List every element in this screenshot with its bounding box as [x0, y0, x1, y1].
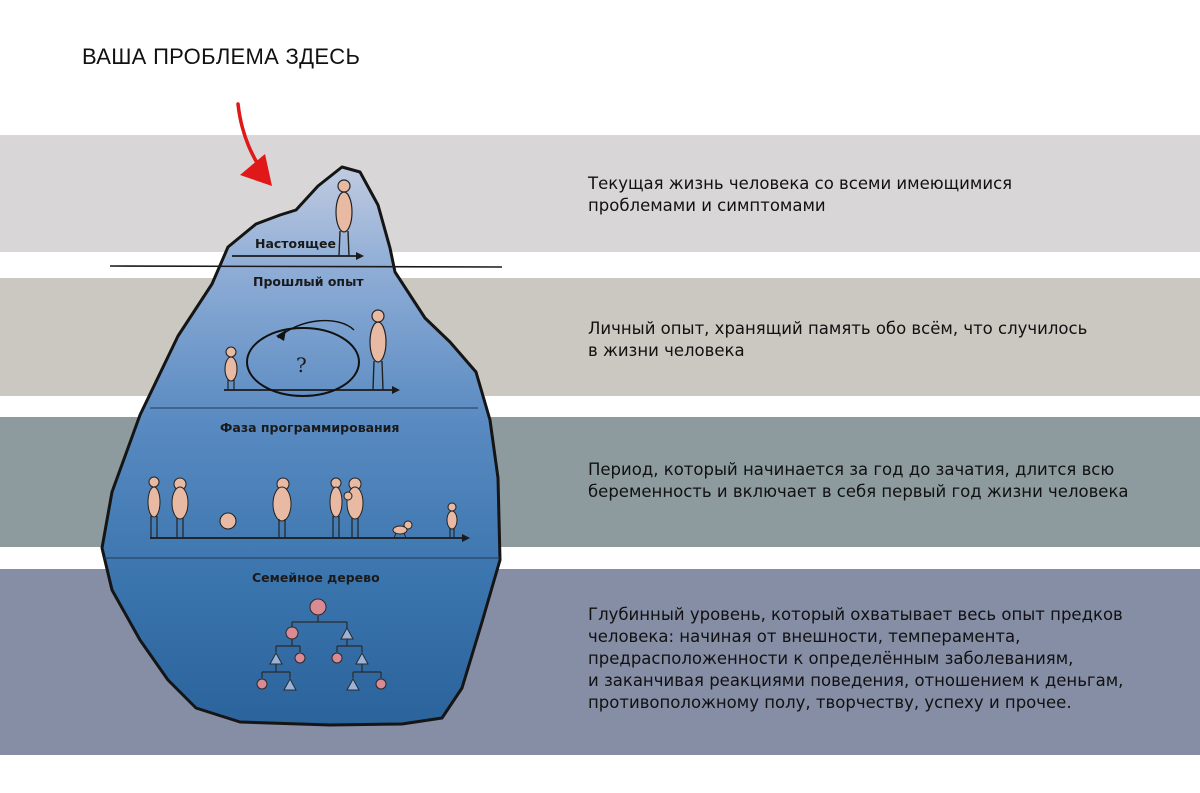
water-line: [110, 266, 502, 267]
tree-node: [257, 679, 267, 689]
label-programming-phase: Фаза программирования: [220, 420, 399, 435]
tree-node: [295, 653, 305, 663]
tree-node: [286, 627, 298, 639]
level-description-present: Текущая жизнь человека со всеми имеющими…: [588, 173, 1012, 217]
embryo-figure: [220, 513, 236, 529]
level-description-programming-phase: Период, который начинается за год до зач…: [588, 459, 1129, 503]
tree-node: [332, 653, 342, 663]
label-present: Настоящее: [255, 236, 336, 251]
question-mark: ?: [296, 353, 307, 377]
level-description-past-experience: Личный опыт, хранящий память обо всём, ч…: [588, 318, 1087, 362]
label-family-tree: Семейное дерево: [252, 570, 380, 585]
level-description-family-tree: Глубинный уровень, который охватывает ве…: [588, 604, 1123, 714]
label-past-experience: Прошлый опыт: [253, 274, 364, 289]
tree-node: [376, 679, 386, 689]
tree-node-root: [310, 599, 326, 615]
